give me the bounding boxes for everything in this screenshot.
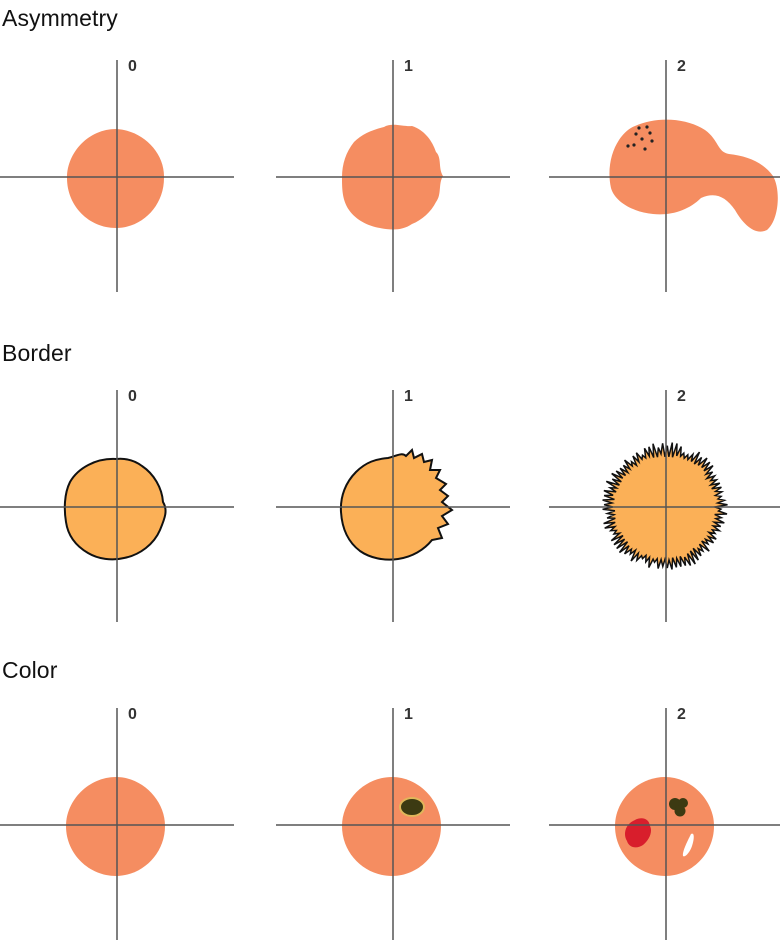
dark-dots (626, 125, 654, 151)
color-level-0-graphic (0, 708, 234, 940)
lesion-very-jagged-border (602, 442, 728, 570)
dark-spot (399, 797, 425, 817)
lesion-asymmetric (609, 119, 778, 232)
border-level-0: 0 (0, 388, 236, 626)
lesion-uniform-color (66, 777, 165, 876)
dark-spot-cluster (669, 798, 688, 817)
score-label: 2 (677, 58, 686, 75)
score-label: 1 (404, 388, 413, 405)
asymmetry-level-0-graphic (0, 60, 234, 292)
section-title-color: Color (2, 657, 58, 683)
color-level-2: 2 (549, 706, 780, 944)
color-level-0: 0 (0, 706, 236, 944)
lesion-round (67, 129, 165, 228)
score-label: 0 (128, 388, 137, 405)
score-label: 1 (404, 58, 413, 75)
score-label: 2 (677, 388, 686, 405)
color-level-1-graphic (276, 708, 510, 940)
border-level-1: 1 (276, 388, 512, 626)
asymmetry-level-1: 1 (276, 58, 512, 296)
border-level-2-graphic (549, 390, 780, 622)
asymmetry-level-0: 0 (0, 58, 236, 296)
section-title-asymmetry: Asymmetry (2, 5, 118, 31)
lesion-smooth-border (63, 457, 167, 561)
asymmetry-level-1-graphic (276, 60, 510, 292)
lesion-partly-jagged-border (339, 448, 454, 561)
asymmetry-level-2-graphic (549, 60, 780, 292)
border-level-0-graphic (0, 390, 234, 622)
section-title-border: Border (2, 340, 72, 366)
score-label: 0 (128, 58, 137, 75)
score-label: 0 (128, 706, 137, 723)
score-label: 1 (404, 706, 413, 723)
white-spot (682, 833, 694, 857)
score-label: 2 (677, 706, 686, 723)
lesion-two-colors (342, 777, 441, 876)
border-level-2: 2 (549, 388, 780, 626)
color-level-2-graphic (549, 708, 780, 940)
color-level-1: 1 (276, 706, 512, 944)
asymmetry-level-2: 2 (549, 58, 780, 296)
border-level-1-graphic (276, 390, 510, 622)
